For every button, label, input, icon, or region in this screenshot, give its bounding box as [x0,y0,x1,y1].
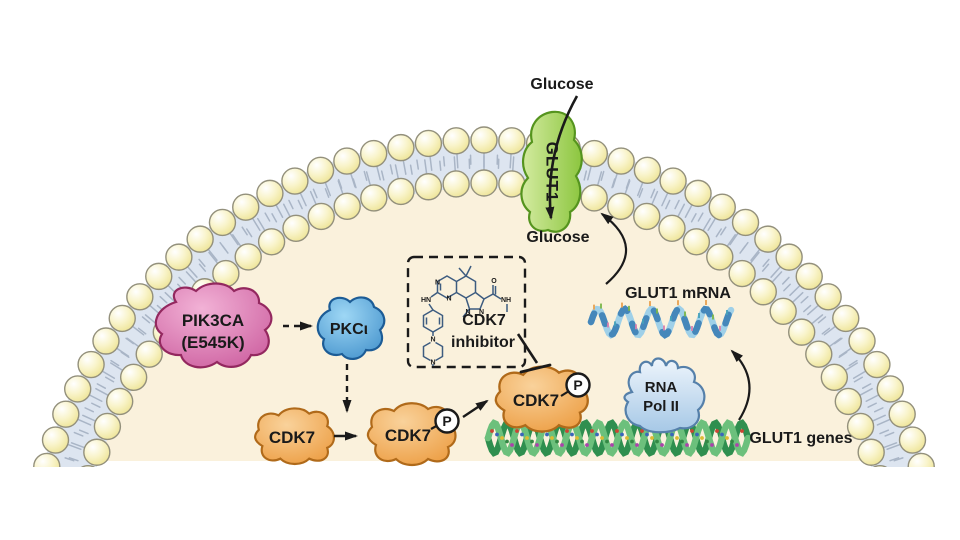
plasma-membrane [33,126,935,467]
pkc-iota-protein: PKCι [316,296,386,360]
cdk7-unphosphorylated: CDK7 [254,407,336,466]
transcription-arrow [730,349,751,421]
pkc-label: PKCι [330,321,368,338]
atom-n1: N [435,280,440,287]
rna-pol2-protein: RNA Pol II [623,357,706,434]
phospho-label-3: P [573,377,582,393]
inhibitor-label-line1: CDK7 [462,312,506,329]
pkc-blob [316,296,386,360]
cdk7-inhibitor-box: N N N N O NH HN N N CDK7 inhibitor [406,255,527,369]
glucose-label-outside: Glucose [530,76,593,93]
cdk7-label-2: CDK7 [385,426,431,445]
glucose-label-inside: Glucose [526,229,589,246]
glucose-transport-arrow [545,95,579,220]
phospho-label-2: P [442,413,451,429]
rna-pol2-blob [623,357,706,434]
phospho-circle-3 [565,372,591,398]
glut1-mrna-label: GLUT1 mRNA [625,285,731,302]
atom-n5: N [430,337,435,344]
cdk7-on-chromatin: CDK7 P [494,365,591,433]
inhibitor-dashed-border [406,255,527,369]
pik3ca-label-line2: (E545K) [181,333,244,352]
cdk7-label-1: CDK7 [269,428,315,447]
inhibitor-structure-atoms: N N N N O NH HN N N [421,278,511,367]
atom-hn: HN [421,297,431,304]
glut1-genes-label: GLUT1 genes [749,430,852,447]
inhibitor-label-line2: inhibitor [451,334,515,351]
atom-n6: N [430,360,435,367]
rna-pol2-label-line2: Pol II [643,398,679,415]
atom-n4: N [479,309,484,316]
cdk7-phosphorylated: CDK7 P [366,402,460,467]
inhibition-bar [519,363,552,374]
pik3ca-label-line1: PIK3CA [182,311,244,330]
atom-n2: N [446,296,451,303]
pik3ca-blob [154,282,273,369]
phospho-circle-2 [434,408,460,434]
atom-n3: N [465,309,470,316]
atom-o: O [491,278,497,285]
inhibition-tbar [516,333,552,374]
pik3ca-protein: PIK3CA (E545K) [154,282,273,369]
inhibition-line [516,333,539,364]
translation-arrow [600,212,628,285]
cdk7-to-chromatin-arrow [462,399,489,418]
inhibitor-structure [422,265,508,366]
mrna-strand [587,300,735,339]
rna-pol2-label-line1: RNA [645,379,678,396]
cdk7-label-3: CDK7 [513,391,559,410]
atom-nh: NH [501,297,511,304]
